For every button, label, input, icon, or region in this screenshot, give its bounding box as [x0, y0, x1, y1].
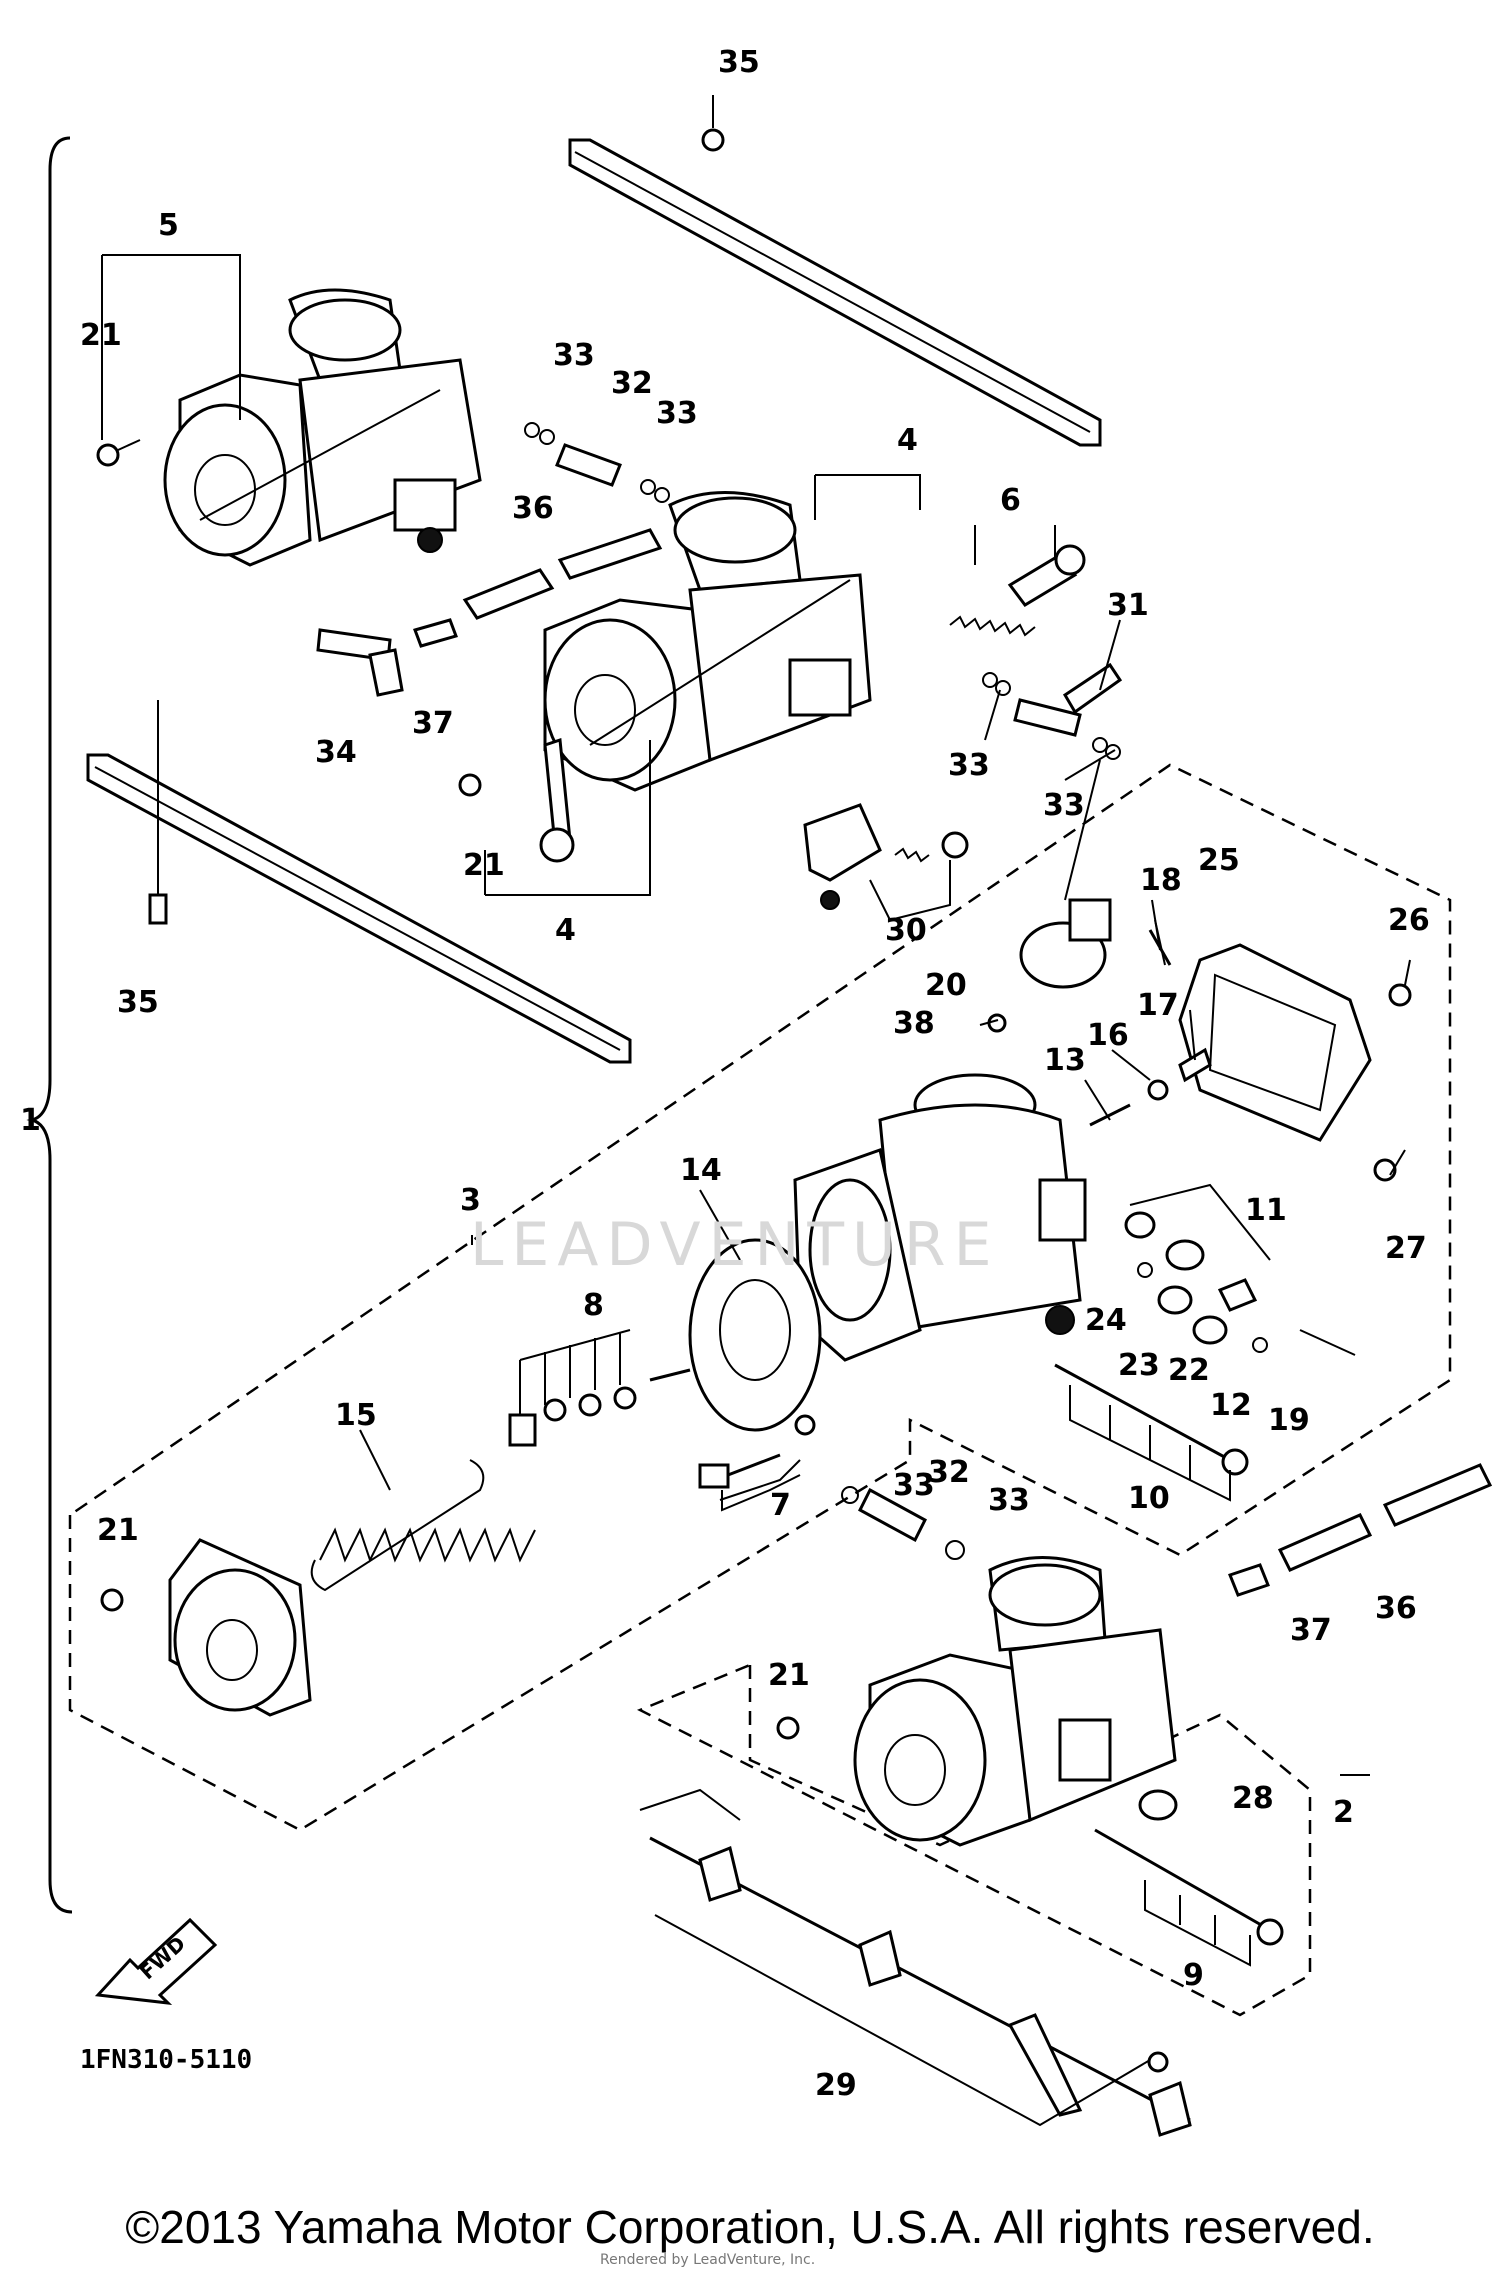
- callout: 14: [680, 1153, 722, 1188]
- callout: 19: [1268, 1403, 1310, 1438]
- callout: 33: [1043, 788, 1085, 823]
- jet-set-22-24: [1137, 1262, 1268, 1353]
- bottom-rail: [86, 753, 632, 1064]
- callout: 33: [656, 396, 698, 431]
- callout: 1: [20, 1103, 41, 1138]
- t-fitting-34: [316, 628, 404, 697]
- callout: 17: [1137, 988, 1179, 1023]
- callout: 9: [1183, 1958, 1204, 1993]
- joint-32-lower: [841, 1486, 965, 1560]
- callout: 27: [1385, 1231, 1427, 1266]
- choke-link-30: [803, 803, 969, 910]
- callout: 6: [1000, 483, 1021, 518]
- fuel-tube-36-lower: [1228, 1463, 1493, 1597]
- assembly-brace: [26, 136, 73, 1914]
- callout: 16: [1087, 1018, 1129, 1053]
- watermark: LEADVENTURE: [470, 1210, 1000, 1280]
- callout: 32: [928, 1455, 970, 1490]
- leader-lines: [101, 254, 1411, 1776]
- callout: 21: [80, 318, 122, 353]
- float-20: [1019, 898, 1166, 989]
- spring-15: [310, 1459, 536, 1592]
- screw-35-top: [701, 95, 725, 152]
- needle-set-8: [508, 1329, 637, 1447]
- callout: 31: [1107, 588, 1149, 623]
- fitting-31: [982, 662, 1123, 760]
- render-note: Rendered by LeadVenture, Inc.: [600, 2252, 816, 2268]
- callout: 30: [885, 913, 927, 948]
- callout: 35: [718, 45, 760, 80]
- callout: 23: [1118, 1348, 1160, 1383]
- callout: 36: [512, 491, 554, 526]
- throttle-shaft-29: [639, 1788, 1192, 2137]
- jet-set-11: [1124, 1183, 1271, 1312]
- carburetor-4: [543, 491, 872, 792]
- callout: 37: [1290, 1613, 1332, 1648]
- callout: 25: [1198, 843, 1240, 878]
- callout: 28: [1232, 1781, 1274, 1816]
- callout: 12: [1210, 1388, 1252, 1423]
- callout: 10: [1128, 1481, 1170, 1516]
- callout: 38: [893, 1006, 935, 1041]
- screw-35-bottom: [148, 700, 168, 925]
- float-bowl-25: [1178, 943, 1412, 1182]
- callout: 32: [611, 366, 653, 401]
- callout: 22: [1168, 1353, 1210, 1388]
- throttle-screw-6: [949, 544, 1086, 637]
- carburetor-body-3: [793, 1073, 1087, 1362]
- pilot-screw-10: [1054, 1363, 1249, 1502]
- callout: 29: [815, 2068, 857, 2103]
- callout: 21: [768, 1658, 810, 1693]
- callout: 36: [1375, 1591, 1417, 1626]
- drawing-code: 1FN310-5110: [80, 2045, 252, 2075]
- top-rail: [568, 138, 1102, 447]
- callout: 5: [158, 208, 179, 243]
- callout: 21: [97, 1513, 139, 1548]
- callout: 34: [315, 735, 357, 770]
- diaphragm-14: [649, 1238, 822, 1432]
- callout: 4: [555, 913, 576, 948]
- callout: 18: [1140, 863, 1182, 898]
- pilot-screw-9: [1094, 1828, 1284, 1967]
- callout: 33: [553, 338, 595, 373]
- callout: 35: [117, 985, 159, 1020]
- forward-arrow-icon: FWD: [94, 1917, 218, 2005]
- callout: 37: [412, 706, 454, 741]
- subassembly-2-boundary: [636, 1663, 1312, 2017]
- callout: 20: [925, 968, 967, 1003]
- callout: 24: [1085, 1303, 1127, 1338]
- screw-set-7: [698, 1414, 816, 1512]
- callout: 15: [335, 1398, 377, 1433]
- screw-21-middle: [458, 737, 575, 863]
- callout: 33: [948, 748, 990, 783]
- callout: 3: [460, 1183, 481, 1218]
- callouts: 35 5 21 33 32 33 36 4 6 31 34 37 33 33 2…: [20, 45, 1430, 2103]
- callout: 7: [770, 1488, 791, 1523]
- callout: 8: [583, 1288, 604, 1323]
- callout: 33: [988, 1483, 1030, 1518]
- callout: 13: [1044, 1043, 1086, 1078]
- top-cover: [100, 1538, 312, 1717]
- callout: 4: [897, 423, 918, 458]
- subassembly-3-boundary: [68, 763, 1452, 1832]
- cap-28: [1138, 1789, 1178, 1821]
- fuel-tube-36: [413, 528, 663, 648]
- callout: 26: [1388, 903, 1430, 938]
- screw-21-top: [96, 439, 141, 467]
- carburetor-5: [163, 288, 482, 567]
- copyright-notice: ©2013 Yamaha Motor Corporation, U.S.A. A…: [125, 2201, 1375, 2253]
- callout: 11: [1245, 1193, 1287, 1228]
- callout: 21: [463, 848, 505, 883]
- callout: 33: [893, 1468, 935, 1503]
- carburetor-2: [776, 1556, 1177, 1847]
- joint-32-top: [524, 422, 670, 503]
- callout: 2: [1333, 1795, 1354, 1830]
